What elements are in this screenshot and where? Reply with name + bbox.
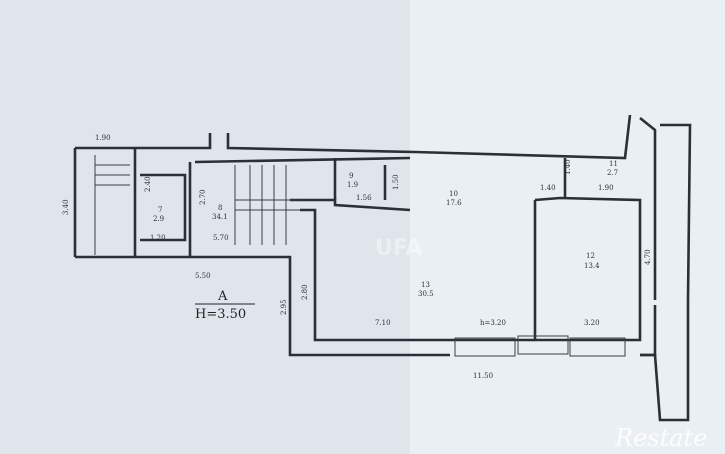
svg-text:1.40: 1.40	[540, 184, 556, 192]
svg-text:8: 8	[218, 204, 222, 212]
svg-text:30.5: 30.5	[418, 290, 434, 298]
svg-text:5.50: 5.50	[195, 272, 211, 280]
svg-text:2.40: 2.40	[144, 176, 152, 192]
svg-text:7: 7	[158, 206, 162, 214]
svg-text:2.7: 2.7	[607, 169, 618, 177]
svg-text:13: 13	[421, 281, 430, 289]
svg-text:12: 12	[586, 252, 595, 260]
svg-text:3.20: 3.20	[584, 319, 600, 327]
svg-text:10: 10	[449, 190, 458, 198]
watermark: UFA	[375, 236, 422, 261]
paper-fold	[410, 0, 725, 454]
svg-text:5.70: 5.70	[213, 234, 229, 242]
svg-text:1.20: 1.20	[150, 234, 166, 242]
ceiling-height: H=3.50	[195, 307, 246, 322]
svg-text:h=3.20: h=3.20	[480, 319, 506, 327]
svg-text:7.10: 7.10	[375, 319, 391, 327]
restate-logo: Restate	[614, 424, 707, 452]
svg-text:3.40: 3.40	[62, 199, 70, 215]
room-labels: 7 2.9 8 34.1 9 1.9 10 17.6 11 2.7 12 13.…	[153, 160, 618, 298]
svg-text:1.9: 1.9	[347, 181, 358, 189]
svg-text:4.70: 4.70	[644, 249, 652, 265]
svg-text:9: 9	[349, 172, 353, 180]
stairs	[94, 155, 626, 357]
svg-text:2.80: 2.80	[301, 284, 309, 300]
section-label: A	[217, 289, 228, 304]
svg-text:1.90: 1.90	[95, 134, 111, 142]
svg-text:13.4: 13.4	[584, 262, 600, 270]
svg-text:2.95: 2.95	[280, 299, 288, 315]
walls	[73, 114, 692, 422]
svg-text:2.70: 2.70	[199, 189, 207, 205]
svg-text:1.90: 1.90	[598, 184, 614, 192]
svg-text:2.9: 2.9	[153, 215, 164, 223]
svg-text:1.40: 1.40	[564, 159, 572, 175]
dimension-labels: 1.90 3.40 2.40 1.20 2.70 5.70 1.50 1.56 …	[62, 134, 652, 380]
svg-text:11.50: 11.50	[473, 372, 493, 380]
svg-text:1.50: 1.50	[392, 174, 400, 190]
svg-text:11: 11	[609, 160, 618, 168]
svg-text:17.6: 17.6	[446, 199, 462, 207]
svg-text:34.1: 34.1	[212, 213, 228, 221]
svg-text:1.56: 1.56	[356, 194, 372, 202]
